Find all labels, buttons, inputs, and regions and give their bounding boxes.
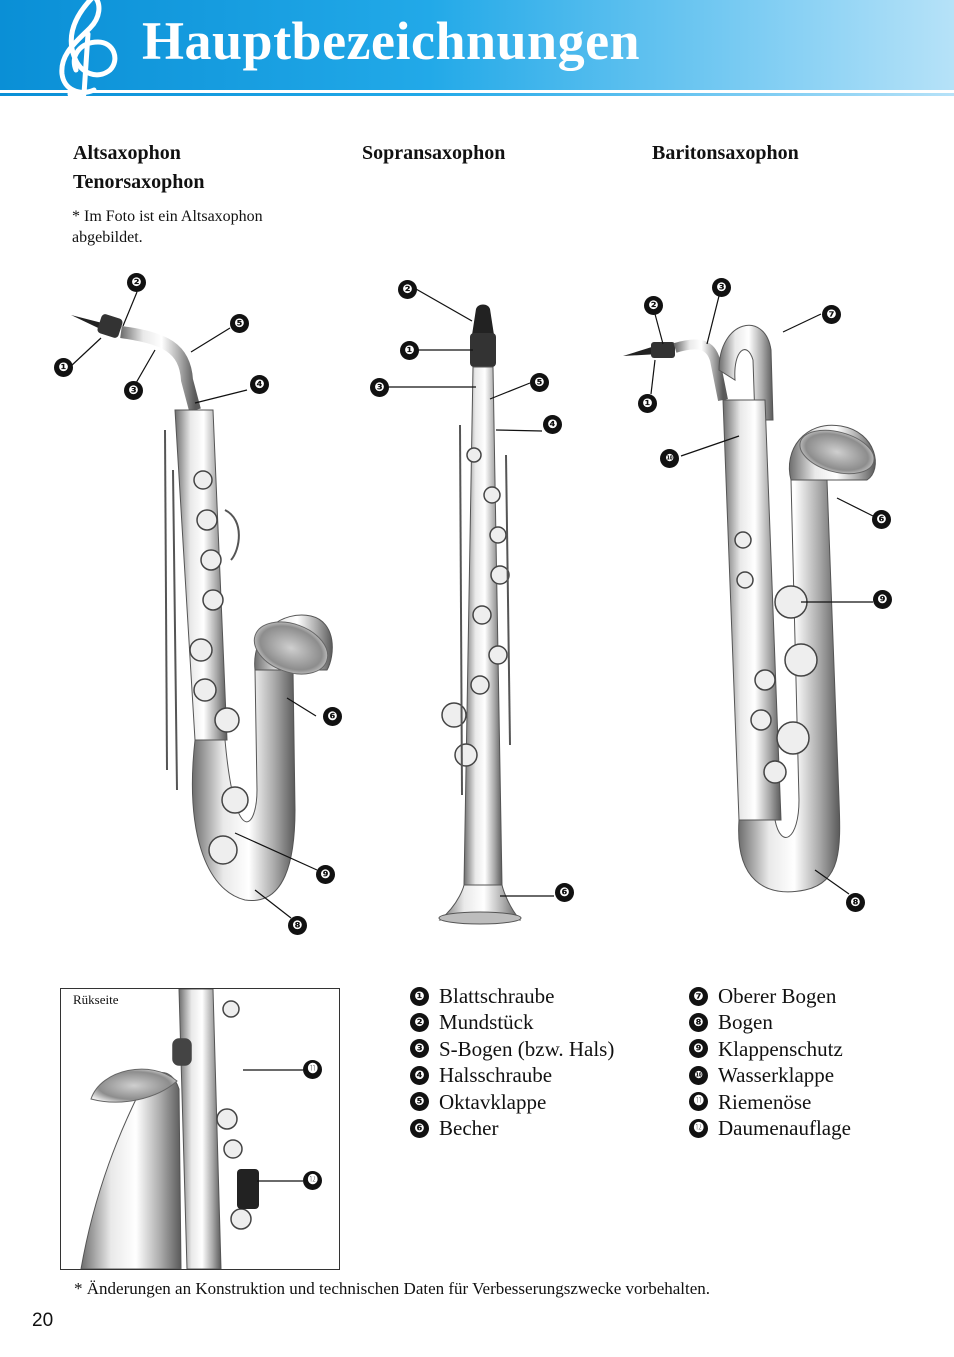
legend-item-12: ⓬ Daumenauflage (689, 1115, 851, 1141)
soprano-callout-6: ❻ (555, 883, 574, 902)
alto-callout-4: ❹ (250, 375, 269, 394)
legend-item-9: ❾ Klappenschutz (689, 1036, 851, 1062)
footnote: * Änderungen an Konstruktion und technis… (74, 1279, 711, 1298)
soprano-sax-drawing (438, 304, 522, 925)
legend-label: Becher (439, 1115, 499, 1140)
alto-callout-2: ❷ (127, 273, 146, 292)
soprano-callout-2: ❷ (398, 280, 417, 299)
header-divider (0, 90, 954, 93)
legend-label: Klappenschutz (718, 1036, 843, 1061)
legend-label: Riemenöse (718, 1089, 812, 1114)
legend-item-4: ❹ Halsschraube (410, 1062, 614, 1088)
treble-clef-icon (59, 0, 118, 103)
baritone-callout-6: ❻ (872, 510, 891, 529)
legend-num: ❿ (689, 1065, 708, 1085)
page-number: 20 (32, 1310, 54, 1331)
legend-num: ❻ (410, 1118, 429, 1138)
heading-baritone: Baritonsaxophon (652, 142, 799, 164)
legend-num: ❷ (410, 1013, 429, 1033)
soprano-callout-4: ❹ (543, 415, 562, 434)
baritone-callout-10: ❿ (660, 449, 679, 468)
legend-num: ❸ (410, 1039, 429, 1059)
heading-alto-tenor: Altsaxophon Tenorsaxophon (73, 139, 205, 197)
alto-callout-3: ❸ (124, 381, 143, 400)
baritone-callout-8: ❽ (846, 893, 865, 912)
legend-num: ❼ (689, 986, 708, 1006)
rear-view-image (80, 989, 303, 1269)
alto-callout-6: ❻ (323, 707, 342, 726)
rear-view-inset: Rükseite ⓫ ⓬ (60, 988, 340, 1270)
heading-soprano: Sopransaxophon (362, 142, 506, 164)
legend-label: Daumenauflage (718, 1115, 851, 1140)
header-banner: Hauptbezeichnungen (0, 0, 954, 103)
legend-label: Oktavklappe (439, 1089, 547, 1114)
legend-label: S-Bogen (bzw. Hals) (439, 1036, 615, 1061)
legend-num: ❺ (410, 1092, 429, 1112)
alto-photo-note: * Im Foto ist ein Altsaxophon abgebildet… (72, 208, 263, 246)
legend-item-6: ❻ Becher (410, 1115, 614, 1141)
heading-tenor: Tenorsaxophon (73, 171, 205, 193)
legend-item-8: ❽ Bogen (689, 1009, 851, 1035)
alto-saxophone-image (70, 291, 333, 919)
legend-item-2: ❷ Mundstück (410, 1009, 614, 1035)
baritone-callout-3: ❸ (712, 278, 731, 297)
rear-callout-11: ⓫ (303, 1060, 322, 1079)
alto-callout-8: ❽ (288, 916, 307, 935)
rear-view-label: Rükseite (73, 992, 119, 1007)
legend-left: ❶ Blattschraube ❷ Mundstück ❸ S-Bogen (bzw.… (410, 983, 614, 1141)
legend-item-1: ❶ Blattschraube (410, 983, 614, 1009)
baritone-saxophone-image (623, 295, 876, 895)
legend-num: ❶ (410, 986, 429, 1006)
baritone-callout-2: ❷ (644, 296, 663, 315)
soprano-callout-1: ❶ (400, 341, 419, 360)
soprano-callout-5: ❺ (530, 373, 549, 392)
legend-item-10: ❿ Wasserklappe (689, 1062, 851, 1088)
soprano-callout-3: ❸ (370, 378, 389, 397)
alto-callout-9: ❾ (316, 865, 335, 884)
legend-num: ❹ (410, 1065, 429, 1085)
soprano-leader-lines (388, 288, 554, 897)
legend-label: Halsschraube (439, 1063, 553, 1088)
rear-callout-12: ⓬ (303, 1171, 322, 1190)
soprano-saxophone-image (388, 288, 554, 925)
legend-label: Wasserklappe (718, 1063, 835, 1088)
alto-callout-5: ❺ (230, 314, 249, 333)
legend-right: ❼ Oberer Bogen ❽ Bogen ❾ Klappenschutz ❿ Was… (689, 983, 851, 1141)
baritone-callout-7: ❼ (822, 305, 841, 324)
legend-num: ❾ (689, 1039, 708, 1059)
baritone-leader-lines (650, 295, 874, 895)
alto-sax-drawing (71, 314, 333, 901)
legend-item-5: ❺ Oktavklappe (410, 1089, 614, 1115)
legend-label: Bogen (718, 1010, 773, 1035)
legend-label: Oberer Bogen (718, 984, 837, 1008)
legend-item-7: ❼ Oberer Bogen (689, 983, 851, 1009)
alto-callout-1: ❶ (54, 358, 73, 377)
legend-item-11: ⓫ Riemenöse (689, 1089, 851, 1115)
legend-item-3: ❸ S-Bogen (bzw. Hals) (410, 1036, 614, 1062)
legend-label: Mundstück (439, 1010, 534, 1035)
baritone-sax-drawing (623, 324, 876, 893)
alto-leader-lines (70, 291, 318, 919)
baritone-callout-9: ❾ (873, 590, 892, 609)
legend-num: ❽ (689, 1013, 708, 1033)
legend-num: ⓬ (689, 1118, 708, 1138)
heading-alto: Altsaxophon (73, 142, 181, 164)
baritone-callout-1: ❶ (638, 394, 657, 413)
legend-num: ⓫ (689, 1092, 708, 1112)
page-title: Hauptbezeichnungen (142, 11, 641, 71)
legend-label: Blattschraube (439, 984, 555, 1008)
